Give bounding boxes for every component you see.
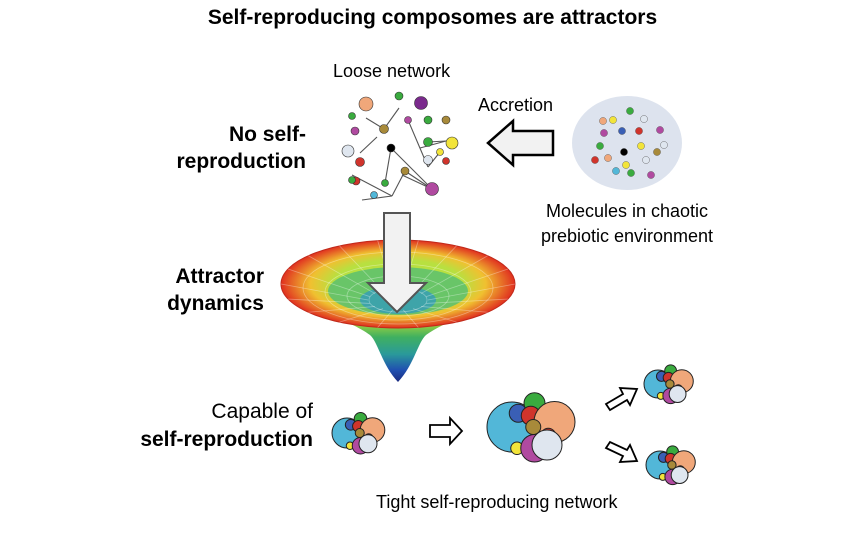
network-node [350, 126, 360, 136]
network-node [400, 166, 410, 176]
molecule-dot [591, 156, 599, 164]
figure-title: Self-reproducing composomes are attracto… [207, 6, 658, 29]
accretion-label: Accretion [478, 95, 554, 115]
network-node [386, 143, 396, 153]
network-node [445, 136, 459, 150]
network-node [394, 91, 404, 101]
molecule-dot [609, 116, 617, 124]
split-arrow-up [604, 387, 639, 412]
capable-line2: self-reproduction [140, 428, 313, 451]
network-node [425, 182, 439, 196]
molecule-dot [599, 117, 607, 125]
molecule-dot [612, 167, 620, 175]
network-node [379, 124, 389, 134]
network-node [341, 144, 355, 158]
network-edge [361, 195, 393, 201]
accretion-arrow [486, 118, 555, 168]
no-self-reproduction-line2: reproduction [176, 150, 307, 173]
molecule-dot [626, 107, 634, 115]
network-node [423, 115, 433, 125]
molecule-dot [618, 127, 626, 135]
molecule-dot [637, 142, 645, 150]
molecule-dot [653, 148, 661, 156]
molecule-dot [656, 126, 664, 134]
molecule-dot [600, 129, 608, 137]
network-node [423, 155, 433, 165]
down-arrow [365, 212, 429, 314]
network-node [358, 96, 374, 112]
molecule-dot [620, 148, 628, 156]
network-node [358, 434, 378, 454]
tight-network-large [486, 392, 576, 463]
network-node [348, 176, 356, 184]
loose-network-label: Loose network [333, 61, 451, 81]
network-node [442, 157, 450, 165]
molecule-dot [627, 169, 635, 177]
network-node [441, 115, 451, 125]
molecule-dot [604, 154, 612, 162]
molecule-dot [660, 141, 668, 149]
tight-network-label: Tight self-reproducing network [376, 492, 618, 512]
molecule-dot [642, 156, 650, 164]
network-node [381, 179, 389, 187]
attractor-dynamics-line1: Attractor [175, 265, 264, 288]
tight-network-offspring-top [643, 364, 694, 405]
molecules-label-line1: Molecules in chaotic [545, 201, 709, 221]
network-node [355, 157, 365, 167]
molecules-label-line2: prebiotic environment [540, 226, 714, 246]
molecule-dot [640, 115, 648, 123]
no-self-reproduction-line1: No self- [228, 123, 306, 146]
molecule-dot [635, 127, 643, 135]
tight-network-small [331, 411, 386, 455]
network-edge [390, 147, 433, 190]
loose-network [341, 91, 459, 201]
molecule-dot [596, 142, 604, 150]
network-edge [419, 140, 447, 149]
network-node [404, 116, 412, 124]
molecule-dot [622, 161, 630, 169]
network-node [668, 385, 687, 403]
network-node [370, 191, 378, 199]
network-node [348, 112, 356, 120]
chaotic-environment-dish [572, 96, 682, 190]
split-arrow-down [604, 440, 639, 463]
network-node [531, 429, 563, 461]
network-node [423, 137, 433, 147]
molecule-dot [647, 171, 655, 179]
network-edge [384, 147, 392, 184]
network-node [436, 148, 444, 156]
tight-network-offspring-bottom [645, 445, 696, 486]
network-node [670, 466, 689, 484]
growth-arrow [429, 415, 464, 447]
attractor-dynamics-line2: dynamics [167, 292, 264, 315]
network-node [414, 96, 428, 110]
network-edge [359, 136, 378, 154]
capable-line1: Capable of [211, 400, 313, 423]
